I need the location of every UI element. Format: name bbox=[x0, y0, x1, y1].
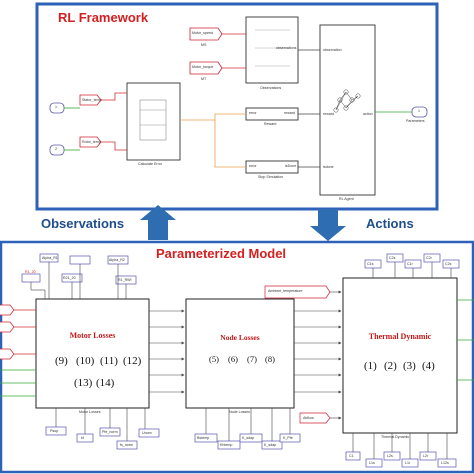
param-k-sdap-1: K_sdap bbox=[242, 436, 255, 440]
param-psup: Psup bbox=[50, 429, 59, 433]
motor-losses-caption: Motor Losses bbox=[79, 410, 101, 414]
from-tag-stator[interactable] bbox=[79, 94, 102, 106]
calculate-error-label: Calculate Error bbox=[138, 162, 162, 166]
param-l2s: L2s bbox=[387, 454, 393, 458]
inport-rotor-num: 2 bbox=[55, 147, 57, 151]
airflow-tag: Airflow bbox=[303, 416, 314, 420]
param-alpha-r2: Alpha_R2 bbox=[109, 258, 125, 262]
eq-14: (14) bbox=[96, 377, 115, 389]
rl-agent-block[interactable] bbox=[319, 24, 376, 196]
param-bstemp: Bstemp bbox=[197, 436, 210, 440]
reward-out-port: reward bbox=[284, 111, 295, 115]
actions-arrow-label: Actions bbox=[366, 216, 414, 231]
reward-block-label: Reward bbox=[264, 122, 277, 126]
thermal-dynamic-title: Thermal Dynamic bbox=[368, 332, 432, 341]
param-k-pfe: K_Pfe bbox=[283, 436, 293, 440]
observations-arrow bbox=[140, 205, 176, 240]
inport-stator-num: 1 bbox=[55, 105, 57, 109]
observations-block[interactable] bbox=[245, 16, 299, 84]
observations-port-label: observations bbox=[276, 46, 297, 50]
eq-11: (11) bbox=[100, 355, 118, 367]
param-c2s-2: C2s bbox=[445, 262, 452, 266]
stop-in-port: error bbox=[249, 164, 257, 168]
parameterized-model-title: Parameterized Model bbox=[156, 246, 287, 261]
eq-3: (3) bbox=[403, 360, 416, 372]
eq-5: (5) bbox=[209, 354, 219, 364]
goto-tag-motor-speed[interactable] bbox=[189, 27, 223, 41]
goto-motor-torque-label: Motor_torque bbox=[192, 65, 214, 69]
actions-arrow bbox=[310, 209, 346, 241]
param-r1-20: R1_20 bbox=[25, 270, 36, 274]
eq-6: (6) bbox=[228, 354, 238, 364]
outport-num: 1 bbox=[418, 109, 420, 113]
goto-motor-torque-sub: MT bbox=[201, 77, 207, 81]
goto-motor-speed-label: Motor_speed bbox=[192, 31, 213, 35]
eq-10: (10) bbox=[76, 355, 95, 367]
param-l2r: L2r bbox=[423, 454, 429, 458]
from-tag-rotor-label: Rotor_temp bbox=[82, 140, 101, 144]
motor-losses-title: Motor Losses bbox=[69, 331, 116, 340]
node-losses-block[interactable] bbox=[185, 298, 295, 409]
param-c1r: C1r bbox=[407, 262, 413, 266]
stop-block-label: Stop Simulation bbox=[258, 175, 284, 179]
from-tag-rotor[interactable] bbox=[79, 136, 102, 148]
param-r1-rwi: R1_RWI bbox=[118, 278, 132, 282]
param-c1s: C1s bbox=[367, 262, 374, 266]
neural-network-icon bbox=[333, 89, 361, 113]
param-r21-20: R21_20 bbox=[63, 276, 76, 280]
param-pfe-norm: Pfe_norm bbox=[102, 430, 118, 434]
inport-rotor[interactable] bbox=[49, 144, 65, 156]
inport-stator[interactable] bbox=[49, 102, 65, 114]
eq-13: (13) bbox=[74, 377, 93, 389]
eq-7: (7) bbox=[247, 354, 257, 364]
param-fs-norm: fs_norm bbox=[120, 443, 133, 447]
rl-framework-title: RL Framework bbox=[58, 10, 149, 25]
param-kf: kf bbox=[81, 436, 84, 440]
observations-arrow-label: Observations bbox=[41, 216, 125, 231]
param-k-sdap-2: K_sdap bbox=[264, 443, 277, 447]
rl-framework-frame bbox=[35, 2, 439, 211]
node-losses-title: Node Losses bbox=[220, 333, 260, 342]
goto-tag-motor-torque[interactable] bbox=[189, 61, 223, 75]
ambient-temperature-tag: Ambient_temperature bbox=[268, 289, 303, 293]
from-tag-stator-label: Stator_temp bbox=[82, 98, 102, 102]
agent-port-action: action bbox=[363, 112, 373, 116]
param-c1: C1 bbox=[349, 454, 354, 458]
reward-in-port: error bbox=[249, 111, 257, 115]
goto-motor-speed-sub: MS bbox=[201, 43, 207, 47]
observations-block-label: Observations bbox=[260, 86, 282, 90]
eq-12: (12) bbox=[123, 355, 142, 367]
eq-9: (9) bbox=[55, 355, 68, 367]
param-khtemp: Khtemp bbox=[220, 443, 233, 447]
agent-port-reward: reward bbox=[323, 112, 334, 116]
calculate-error-block[interactable] bbox=[126, 82, 181, 161]
motor-losses-block[interactable] bbox=[35, 298, 150, 409]
node-losses-caption: Node Losses bbox=[229, 410, 250, 414]
param-c2s: C2s bbox=[389, 256, 396, 260]
param-l1s: L1s bbox=[369, 461, 375, 465]
thermal-dynamic-block[interactable] bbox=[342, 277, 458, 434]
stop-out-port: isDone bbox=[285, 164, 297, 168]
agent-port-isdone: isdone bbox=[323, 165, 334, 169]
thermal-dynamic-caption: Thermal Dynamic bbox=[381, 435, 410, 439]
eq-4: (4) bbox=[422, 360, 435, 372]
agent-port-observation: observation bbox=[323, 48, 342, 52]
outport-label: Parameters bbox=[406, 119, 425, 123]
param-alpha-r1: Alpha_R1 bbox=[42, 256, 58, 260]
param-l1r: L1r bbox=[405, 461, 411, 465]
param-l12s: L12s bbox=[441, 461, 449, 465]
param-c2r: C2r bbox=[426, 256, 432, 260]
eq-1: (1) bbox=[364, 360, 377, 372]
eq-2: (2) bbox=[384, 360, 397, 372]
eq-8: (8) bbox=[265, 354, 275, 364]
agent-block-label: RL Agent bbox=[339, 197, 354, 201]
param-unom: Unom bbox=[142, 431, 152, 435]
